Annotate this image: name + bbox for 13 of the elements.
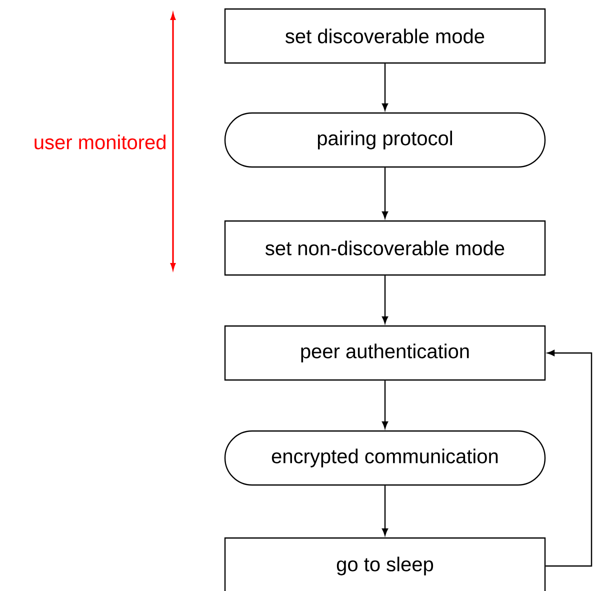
process-box: set discoverable mode <box>224 8 546 64</box>
process-box: peer authentication <box>224 325 546 381</box>
terminal-box: encrypted communication <box>224 430 546 486</box>
arrow <box>382 486 388 536</box>
arrow <box>382 168 388 219</box>
arrow <box>382 276 388 324</box>
arrow <box>382 64 388 111</box>
arrow <box>546 350 592 567</box>
process-box: go to sleep <box>224 537 546 591</box>
annotation-label: user monitored <box>34 134 166 150</box>
process-box: set non-discoverable mode <box>224 220 546 276</box>
arrow <box>382 380 388 429</box>
terminal-box: pairing protocol <box>224 112 546 168</box>
